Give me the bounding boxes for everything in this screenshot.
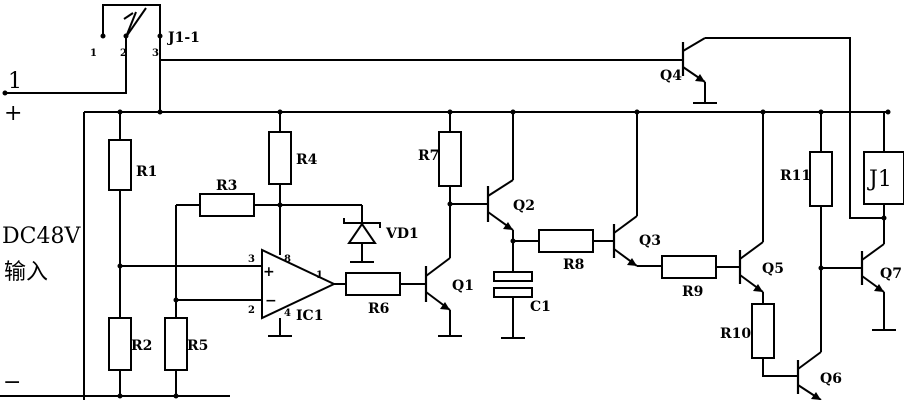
zener-vd1: VD1	[343, 205, 419, 263]
r7-label: R7	[418, 148, 439, 164]
j1-label: J1	[867, 167, 892, 192]
vd1-label: VD1	[385, 226, 419, 242]
r4-label: R4	[296, 152, 318, 168]
j1-1-pin1-label: 1	[90, 48, 97, 59]
resistor-r10: R10	[720, 303, 798, 377]
resistor-r5: R5	[164, 205, 208, 396]
r8-label: R8	[563, 257, 584, 273]
q7-label: Q7	[880, 266, 902, 282]
transistor-q3: Q3	[612, 112, 662, 267]
transistor-q6: Q6	[796, 206, 842, 401]
resistor-r11: R11	[780, 112, 833, 207]
resistor-r7: R7	[418, 112, 462, 187]
c1-label: C1	[530, 299, 551, 315]
opamp-pin3-label: 3	[248, 254, 255, 265]
r11-label: R11	[780, 168, 811, 184]
resistor-r6: R6	[334, 272, 426, 317]
transistor-q7: Q7	[860, 204, 902, 331]
terminal-number-label: 1	[8, 69, 22, 94]
input-terminals: 1 + DC48V 输入 −	[2, 69, 81, 395]
q6-label: Q6	[820, 371, 842, 387]
j1-1-label: J1-1	[166, 30, 200, 46]
q3-label: Q3	[639, 233, 661, 249]
resistor-r2: R2	[108, 317, 152, 396]
q4-label: Q4	[660, 68, 682, 84]
resistor-r8: R8	[513, 229, 614, 273]
j1-1-pin3-label: 3	[152, 48, 159, 59]
relay-switch-j1-1: 1 2 3 J1-1	[5, 4, 200, 112]
opamp-ic1: + − 3 2 8 4 1 IC1	[248, 248, 337, 337]
plus-terminal-label: +	[4, 101, 22, 126]
resistor-r9: R9	[661, 255, 740, 300]
opamp-plus-sign: +	[263, 264, 275, 280]
ic1-label: IC1	[296, 308, 323, 324]
r9-label: R9	[682, 284, 703, 300]
opamp-pin1-label: 1	[316, 270, 323, 281]
opamp-pin4-label: 4	[284, 308, 291, 319]
minus-terminal-label: −	[3, 370, 21, 395]
resistor-r4: R4	[268, 112, 318, 255]
r6-label: R6	[368, 301, 389, 317]
opamp-pin2-label: 2	[248, 305, 255, 316]
resistor-r3: R3	[176, 178, 362, 217]
transistor-q5: Q5	[738, 112, 784, 304]
r2-label: R2	[131, 338, 152, 354]
transistor-q2: Q2	[486, 112, 535, 272]
input-word-label: 输入	[4, 260, 48, 285]
r3-label: R3	[216, 178, 237, 194]
input-voltage-label: DC48V	[2, 224, 81, 249]
opamp-pin8-label: 8	[284, 254, 291, 265]
resistor-r1: R1	[108, 112, 157, 318]
q2-label: Q2	[513, 198, 535, 214]
r10-label: R10	[720, 326, 751, 342]
capacitor-c1: C1	[493, 271, 551, 339]
j1-1-pin2-label: 2	[120, 48, 127, 59]
opamp-minus-sign: −	[265, 293, 277, 309]
relay-coil-j1: J1	[863, 112, 904, 205]
transistor-q4: Q4	[660, 37, 884, 219]
q1-label: Q1	[452, 278, 474, 294]
transistor-q1: Q1	[424, 186, 474, 337]
r5-label: R5	[187, 338, 208, 354]
q5-label: Q5	[762, 261, 784, 277]
r1-label: R1	[136, 164, 157, 180]
